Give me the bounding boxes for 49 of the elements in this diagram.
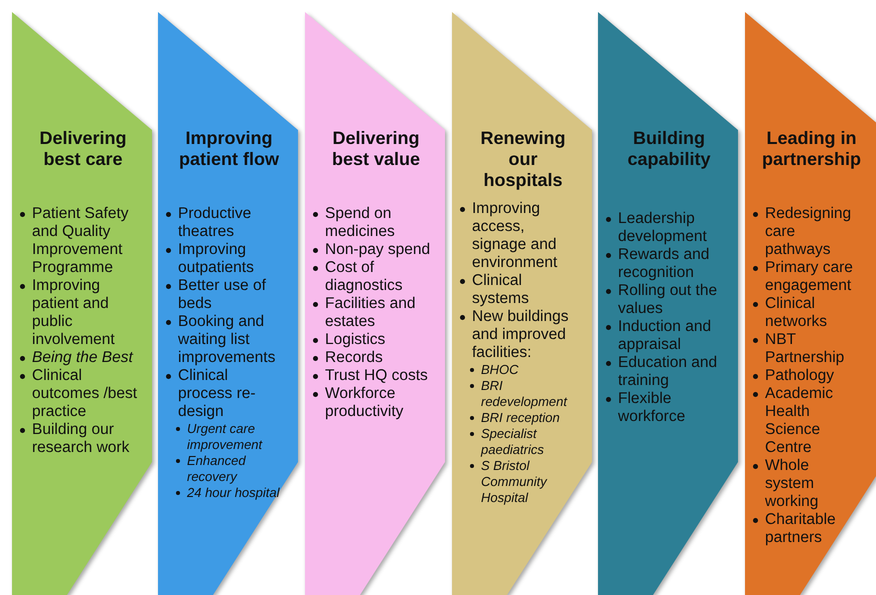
bullet-text: BHOC bbox=[481, 362, 519, 377]
bullet-text: Academic Health Science Centre bbox=[765, 385, 834, 456]
bullet-text: Clinical networks bbox=[765, 295, 828, 330]
bullet-text: Specialist paediatrics bbox=[481, 426, 544, 457]
panel-heading: Building capability bbox=[626, 128, 712, 170]
bullet-text: Productive theatres bbox=[178, 205, 252, 240]
bullet-text: Education and training bbox=[618, 354, 718, 389]
bullet-text: Leadership development bbox=[618, 210, 707, 245]
bullet-text: Booking and waiting list improvements bbox=[178, 313, 276, 366]
bullet-text: Building our research work bbox=[32, 421, 130, 456]
panel-heading: Improving patient flow bbox=[178, 128, 280, 170]
bullet-text: BRI reception bbox=[481, 410, 560, 425]
bullet-text: S Bristol Community Hospital bbox=[481, 458, 547, 505]
bullet-text: Flexible workforce bbox=[618, 390, 686, 425]
bullet-text: BRI redevelopment bbox=[481, 378, 567, 409]
bullet-text: Charitable partners bbox=[765, 511, 836, 546]
bullet-text: Cost of diagnostics bbox=[325, 259, 403, 294]
bullet-text: Redesigning care pathways bbox=[765, 205, 852, 258]
bullet-text: Non-pay spend bbox=[325, 241, 430, 258]
bullet-text: Clinical outcomes /best practice bbox=[32, 367, 138, 420]
bullet-text: Induction and appraisal bbox=[618, 318, 712, 353]
bullet-text: Patient Safety and Quality Improvement Programme bbox=[32, 205, 129, 276]
bullet-text: New buildings and improved facilities: bbox=[472, 308, 568, 361]
bullet-text: Facilities and estates bbox=[325, 295, 416, 330]
bullet-text: Being the Best bbox=[32, 349, 133, 366]
bullet-text: Improving access, signage and environment bbox=[472, 200, 558, 271]
bullet-text: Pathology bbox=[765, 367, 834, 384]
bullet-text: Whole system working bbox=[765, 457, 818, 510]
bullet-text: Rewards and recognition bbox=[618, 246, 710, 281]
bullet-text: 24 hour hospital bbox=[187, 485, 280, 500]
bullet-text: Better use of beds bbox=[178, 277, 266, 312]
bullet-text: Primary care engagement bbox=[765, 259, 853, 294]
bullet-text: Urgent care improvement bbox=[187, 421, 262, 452]
bullet-text: Enhanced recovery bbox=[187, 453, 246, 484]
bullet-text: Rolling out the values bbox=[618, 282, 718, 317]
panel-heading: Delivering best value bbox=[330, 128, 422, 170]
panel-heading: Leading in partnership bbox=[761, 128, 862, 170]
bullet-text: Logistics bbox=[325, 331, 386, 348]
bullet-text: Improving patient and public involvement bbox=[32, 277, 115, 348]
bullet-text: Workforce productivity bbox=[325, 385, 404, 420]
bullet-text: NBT Partnership bbox=[765, 331, 844, 366]
bullet-text: Trust HQ costs bbox=[325, 367, 428, 384]
bullet-text: Records bbox=[325, 349, 383, 366]
panel-heading: Renewing our hospitals bbox=[479, 128, 566, 191]
bullet-text: Improving outpatients bbox=[178, 241, 254, 276]
bullet-text: Clinical process re-design bbox=[178, 367, 256, 420]
bullet-text: Clinical systems bbox=[472, 272, 529, 307]
bullet-text: Spend on medicines bbox=[325, 205, 395, 240]
panel-heading: Delivering best care bbox=[38, 128, 128, 170]
